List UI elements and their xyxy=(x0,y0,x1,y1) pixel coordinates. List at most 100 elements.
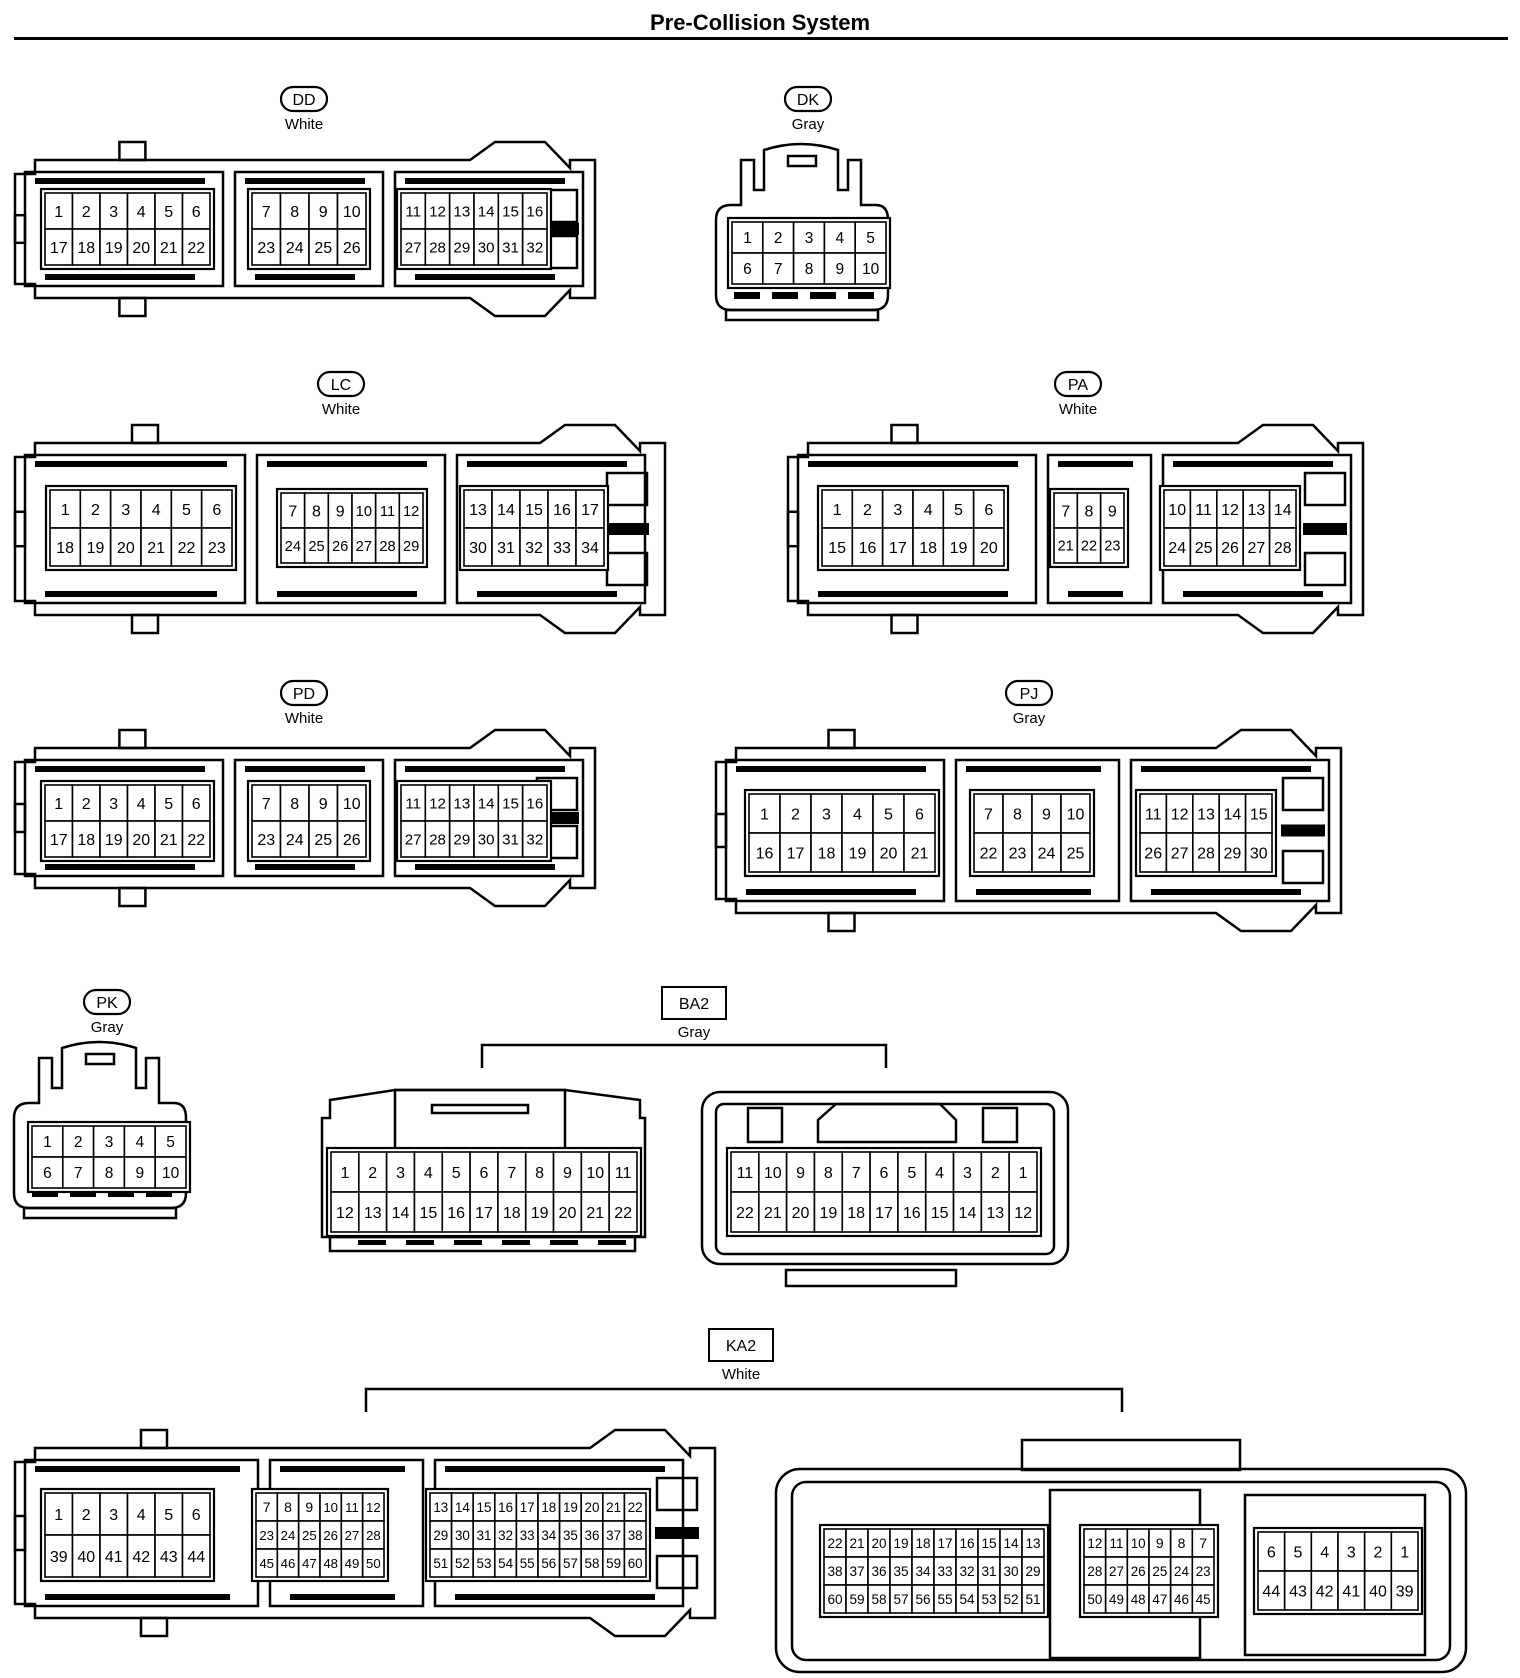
pin-number: 41 xyxy=(1342,1583,1360,1600)
connector-housings xyxy=(12,140,1468,1674)
pin-number: 5 xyxy=(884,806,893,823)
pin-number: 27 xyxy=(405,239,422,256)
pin-number: 35 xyxy=(893,1564,908,1579)
bottom-slot xyxy=(455,1594,655,1600)
pin-number: 34 xyxy=(915,1564,931,1579)
pin-cell xyxy=(521,784,548,822)
pin-cell xyxy=(869,1191,899,1233)
pin-number: 30 xyxy=(455,1528,470,1543)
pin-cell xyxy=(99,820,129,858)
pin-cell xyxy=(308,192,339,230)
pin-cell xyxy=(1363,1570,1393,1611)
pin-number: 7 xyxy=(288,503,297,520)
pin-number: 25 xyxy=(1195,540,1213,557)
pin-number: 5 xyxy=(1294,1544,1303,1561)
pin-number: 4 xyxy=(137,204,146,221)
bottom-slot xyxy=(406,1240,434,1245)
pin-number: 17 xyxy=(520,1500,535,1515)
pin-cell xyxy=(748,793,781,834)
pin-number: 30 xyxy=(1250,845,1268,862)
pin-number: 27 xyxy=(1171,845,1189,862)
pin-number: 10 xyxy=(162,1165,180,1182)
pin-number: 9 xyxy=(319,796,328,813)
pin-number: 7 xyxy=(74,1165,83,1182)
pin-number: 17 xyxy=(787,845,805,862)
pin-number: 3 xyxy=(822,806,831,823)
pin-cell xyxy=(170,489,203,529)
top-slot xyxy=(445,1466,665,1472)
pin-number: 34 xyxy=(581,540,599,557)
pin-number: 12 xyxy=(1221,502,1239,519)
pin-number: 15 xyxy=(1250,806,1268,823)
title-rule xyxy=(14,37,1508,40)
pin-number: 4 xyxy=(152,502,161,519)
section-frame xyxy=(23,453,247,605)
pin-number: 32 xyxy=(526,239,543,256)
pin-number: 2 xyxy=(1374,1544,1383,1561)
pin-cell xyxy=(761,252,795,285)
bottom-slot xyxy=(848,292,874,299)
pin-number: 56 xyxy=(915,1592,930,1607)
pin-cell xyxy=(972,489,1005,529)
pin-cell xyxy=(358,1191,388,1233)
pin-cell xyxy=(524,1191,555,1233)
pin-number: 2 xyxy=(74,1134,83,1151)
pin-number: 15 xyxy=(828,540,846,557)
connector-color: Gray xyxy=(1013,710,1046,727)
pin-number: 5 xyxy=(452,1165,461,1182)
pin-number: 5 xyxy=(164,796,173,813)
pin-number: 22 xyxy=(187,832,205,849)
top-slot xyxy=(245,178,365,184)
bottom-slot xyxy=(810,292,836,299)
pin-number: 12 xyxy=(1087,1536,1102,1551)
bottom-slot xyxy=(772,292,798,299)
bottom-slot xyxy=(415,274,555,280)
connector-color: White xyxy=(322,401,360,418)
pin-number: 27 xyxy=(1248,540,1266,557)
pin-cell xyxy=(181,192,211,230)
pin-cell xyxy=(524,1151,555,1193)
pin-number: 17 xyxy=(50,832,68,849)
pin-number: 47 xyxy=(302,1556,317,1571)
bottom-slot xyxy=(290,1594,395,1600)
pin-number: 23 xyxy=(208,540,226,557)
pin-number: 5 xyxy=(866,230,875,247)
connector-id: PD xyxy=(293,686,315,703)
pin-cell xyxy=(61,1156,95,1189)
pin-number: 27 xyxy=(1109,1564,1124,1579)
connector-id-badge xyxy=(1004,679,1054,707)
bottom-slot xyxy=(45,274,195,280)
side-key xyxy=(13,802,27,834)
pin-number: 6 xyxy=(212,502,221,519)
pin-cell xyxy=(336,192,367,230)
pin-number: 40 xyxy=(1369,1583,1387,1600)
connector-id-badge xyxy=(1053,370,1103,398)
pin-cell xyxy=(336,820,367,858)
pin-number: 8 xyxy=(1085,503,1094,520)
pin-number: 58 xyxy=(871,1592,886,1607)
pin-cell xyxy=(398,527,424,564)
pin-number: 11 xyxy=(1145,806,1162,823)
pin-cell xyxy=(491,527,521,567)
pin-number: 25 xyxy=(1067,845,1085,862)
pin-number: 30 xyxy=(1003,1564,1019,1579)
connector-id-badge xyxy=(279,85,329,113)
pin-cell xyxy=(851,527,884,567)
pin-number: 26 xyxy=(1221,540,1239,557)
connector-id: DD xyxy=(292,92,315,109)
section-frame xyxy=(233,170,385,288)
section-frame xyxy=(724,758,946,903)
connector-id: BA2 xyxy=(679,996,709,1013)
bottom-slot xyxy=(1183,591,1323,597)
pin-number: 14 xyxy=(1003,1536,1019,1551)
pin-number: 2 xyxy=(368,1165,377,1182)
pin-number: 3 xyxy=(109,204,118,221)
pin-number: 19 xyxy=(105,240,123,257)
connector-id-box xyxy=(708,1328,774,1362)
bottom-slot xyxy=(45,591,217,597)
pin-cell xyxy=(952,1191,983,1233)
pin-number: 8 xyxy=(290,796,299,813)
pin-number: 20 xyxy=(792,1205,810,1222)
